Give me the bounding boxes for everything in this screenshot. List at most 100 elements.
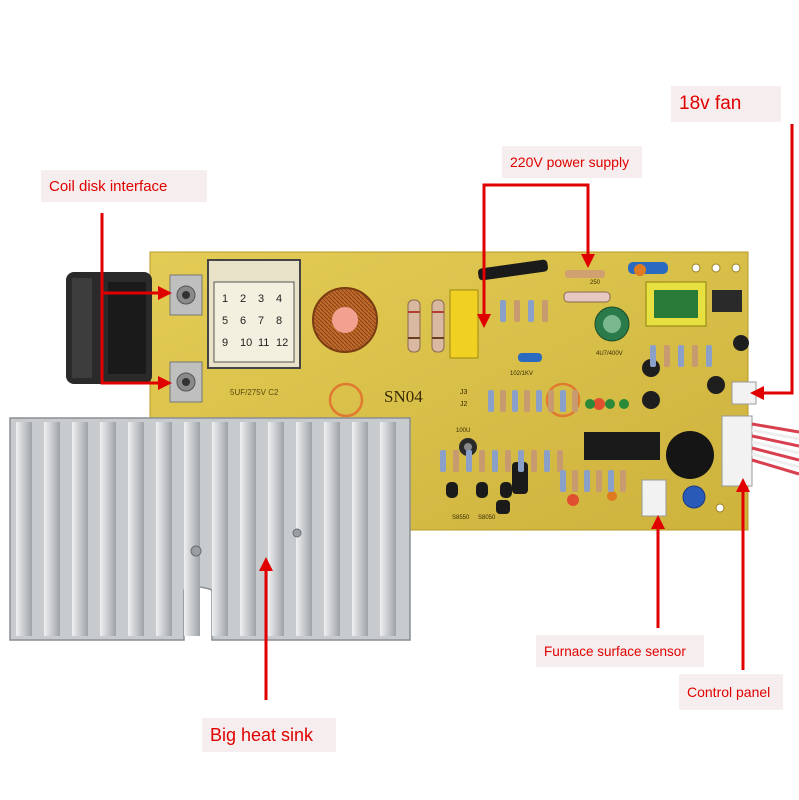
resistor — [560, 470, 566, 492]
small-capacitors — [567, 264, 646, 506]
logo-mark — [328, 382, 364, 418]
resistor — [572, 470, 578, 492]
resistor — [514, 300, 520, 322]
relay-table-cell: 4 — [276, 293, 282, 305]
board-model: SN04 — [384, 387, 423, 406]
relay-table-cell: 7 — [258, 315, 264, 327]
coil-terminal-top — [169, 274, 203, 316]
sensor-connector — [641, 479, 667, 517]
heat-sink-fin — [156, 422, 172, 636]
heat-sink-fin — [240, 422, 256, 636]
relay-table-cell: 11 — [258, 337, 269, 349]
coil-connector — [66, 272, 152, 384]
resistor-array — [440, 300, 712, 492]
relay-table-cell: 12 — [276, 337, 288, 349]
capacitor-cluster — [642, 335, 749, 409]
silkscreen-100u: 100U — [456, 428, 470, 434]
heat-sink-fin — [324, 422, 340, 636]
silkscreen-250: 250 — [590, 280, 601, 286]
resistor — [518, 450, 524, 472]
resistor — [565, 270, 605, 278]
relay-table-cell: 3 — [258, 293, 264, 305]
transistor-row — [446, 482, 512, 514]
resistor — [505, 450, 511, 472]
buzzer — [666, 431, 714, 479]
heat-sink-fin — [212, 422, 228, 636]
relay-table-cell: 1 — [222, 293, 228, 305]
silkscreen-j2: J2 — [460, 401, 468, 408]
silkscreen-s8550: S8550 — [452, 515, 470, 521]
relay-table-cell: 8 — [276, 315, 282, 327]
resistor — [560, 390, 566, 412]
resistor — [479, 450, 485, 472]
heat-sink-fin — [296, 422, 312, 636]
coil-disk-interface-label: Coil disk interface — [41, 170, 207, 202]
power-supply-label: 220V power supply — [502, 146, 642, 178]
potentiometer — [682, 485, 706, 509]
relay-table-cell: 10 — [240, 337, 252, 349]
resistor — [500, 300, 506, 322]
power-resistors — [407, 299, 445, 353]
silkscreen-cap-rating: 4U7/400V — [596, 351, 623, 357]
resistor — [706, 345, 712, 367]
annotation-arrows — [100, 124, 794, 700]
heat-sink-fin — [380, 422, 396, 636]
yellow-capacitor — [449, 289, 479, 359]
resistor — [536, 390, 542, 412]
resistor — [620, 470, 626, 492]
resistor — [528, 300, 534, 322]
resistor — [596, 470, 602, 492]
resistor — [608, 470, 614, 492]
resistor — [664, 345, 670, 367]
toroid-inductor — [312, 287, 378, 353]
relay-table-cell: 2 — [240, 293, 246, 305]
resistor — [563, 291, 611, 303]
resistor — [544, 450, 550, 472]
capacitor-marking: 5UF/275V C2 — [230, 388, 279, 397]
arrowheads — [158, 254, 764, 571]
blue-capacitor — [628, 262, 668, 274]
relay-table-cell: 6 — [240, 315, 246, 327]
heat-sink-fin — [72, 422, 88, 636]
relay-table-cell: 5 — [222, 315, 228, 327]
ic-chip — [584, 432, 660, 460]
resistor — [512, 390, 518, 412]
heat-sink-fin — [16, 422, 32, 636]
resistor — [678, 345, 684, 367]
resistor — [466, 450, 472, 472]
silkscreen-j3: J3 — [460, 389, 468, 396]
heat-sink-fin — [100, 422, 116, 636]
electrolytic-capacitor — [594, 306, 630, 342]
resistor — [557, 450, 563, 472]
heat-sink-fin — [352, 422, 368, 636]
relay-table-cell: 9 — [222, 337, 228, 349]
resistor — [584, 470, 590, 492]
resistor — [531, 450, 537, 472]
fuse — [478, 259, 548, 281]
resistor — [650, 345, 656, 367]
resistor — [492, 450, 498, 472]
silkscreen-s8050: S8050 — [478, 515, 496, 521]
resistor — [524, 390, 530, 412]
resistor — [453, 450, 459, 472]
heat-sink — [9, 417, 411, 641]
resistor — [500, 390, 506, 412]
furnace-sensor-label: Furnace surface sensor — [536, 635, 704, 667]
heat-sink-label: Big heat sink — [202, 718, 336, 752]
heat-sink-fin — [128, 422, 144, 636]
fan-label: 18v fan — [671, 86, 781, 122]
resistor — [488, 390, 494, 412]
silkscreen-102-1kv: 102/1KV — [510, 371, 533, 377]
heat-sink-fin — [44, 422, 60, 636]
heat-sink-fin — [268, 422, 284, 636]
resistor — [692, 345, 698, 367]
blue-capacitor — [518, 353, 542, 362]
resistor — [548, 390, 554, 412]
heat-sink-fin — [184, 422, 200, 636]
ribbon-cable — [751, 422, 799, 476]
control-panel-connector — [721, 415, 753, 487]
logo-mark — [545, 382, 581, 418]
